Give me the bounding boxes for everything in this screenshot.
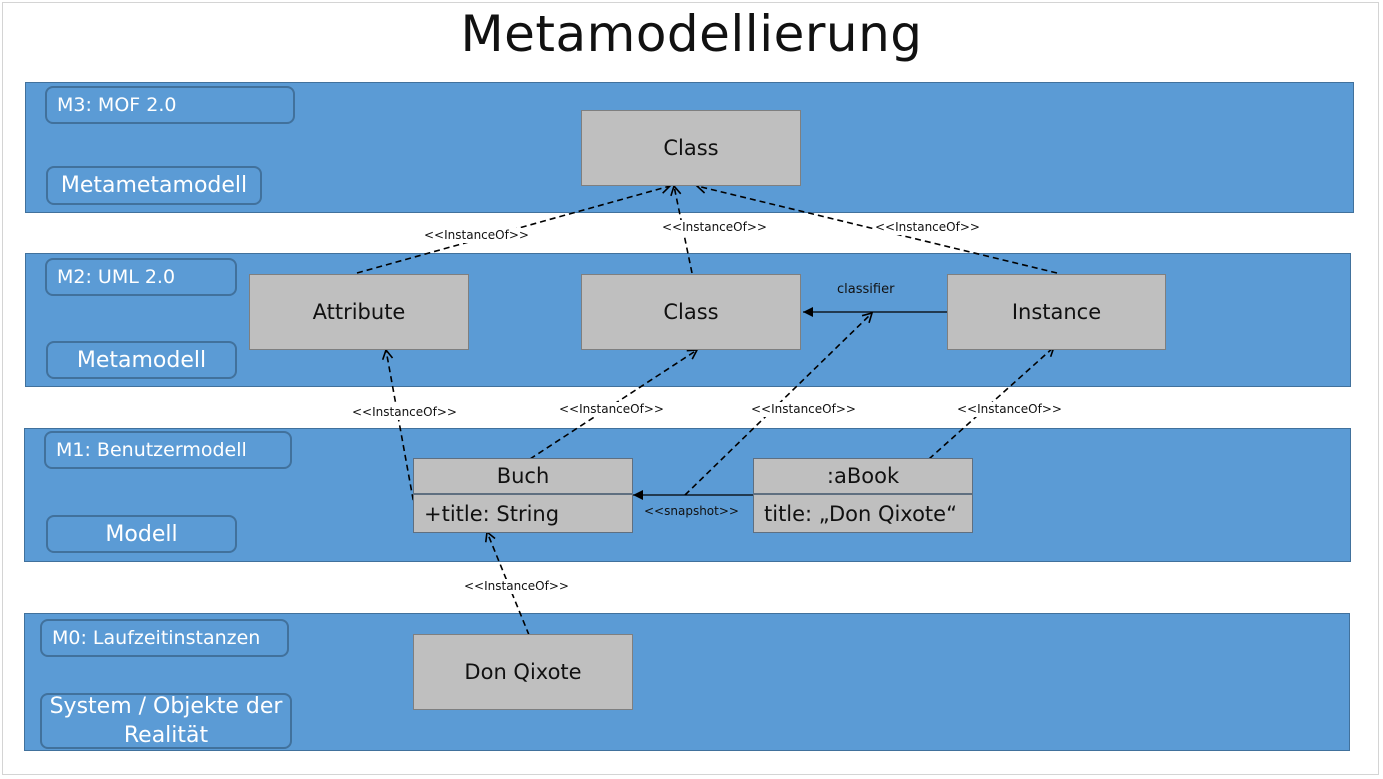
m3-level-label: M3: MOF 2.0 — [45, 86, 295, 124]
diagram-title: Metamodellierung — [460, 5, 923, 63]
abook-object-name: :aBook — [754, 459, 972, 495]
instanceof-label-abook-instance: <<InstanceOf>> — [955, 402, 1064, 417]
instanceof-label-snapshot-classifier: <<InstanceOf>> — [749, 402, 858, 417]
m3-class-box: Class — [581, 110, 801, 186]
buch-class-box: Buch +title: String — [413, 458, 633, 533]
instanceof-label-attribute-m3: <<InstanceOf>> — [422, 228, 531, 243]
m3-kind-label: Metametamodell — [46, 166, 262, 205]
m2-level-label: M2: UML 2.0 — [45, 258, 237, 296]
buch-class-name: Buch — [414, 459, 632, 495]
abook-object-attribute: title: „Don Qixote“ — [764, 501, 957, 526]
don-qixote-box: Don Qixote — [413, 634, 633, 710]
instanceof-label-donqixote-buch: <<InstanceOf>> — [462, 579, 571, 594]
instanceof-label-class-m3: <<InstanceOf>> — [660, 220, 769, 235]
instanceof-label-buch-attribute: <<InstanceOf>> — [350, 405, 459, 420]
m2-class-box: Class — [581, 274, 801, 350]
m1-kind-label: Modell — [46, 515, 237, 553]
m0-level-label: M0: Laufzeitinstanzen — [40, 619, 289, 657]
snapshot-label: <<snapshot>> — [642, 504, 741, 519]
buch-to-m2-class — [529, 349, 699, 460]
m1-level-label: M1: Benutzermodell — [44, 431, 292, 469]
buch-to-attribute — [381, 348, 416, 511]
instance-box: Instance — [947, 274, 1166, 350]
instanceof-label-buch-class: <<InstanceOf>> — [557, 402, 666, 417]
abook-object-box: :aBook title: „Don Qixote“ — [753, 458, 973, 533]
attribute-box: Attribute — [249, 274, 469, 350]
m0-kind-label: System / Objekte der Realität — [40, 693, 292, 749]
buch-class-attribute: +title: String — [424, 501, 560, 526]
instanceof-label-instance-m3: <<InstanceOf>> — [873, 220, 982, 235]
m2-kind-label: Metamodell — [46, 341, 237, 379]
classifier-label: classifier — [835, 282, 897, 297]
